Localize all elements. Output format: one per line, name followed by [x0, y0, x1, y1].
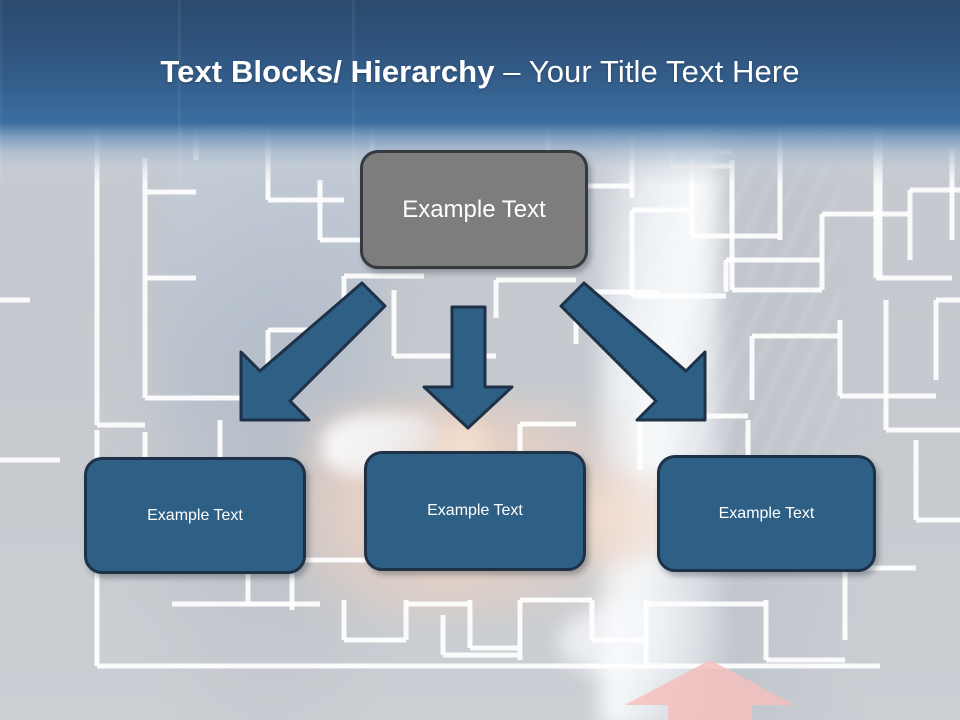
- page-title: Text Blocks/ Hierarchy – Your Title Text…: [0, 52, 960, 92]
- hierarchy-child-label-1: Example Text: [147, 506, 243, 524]
- hierarchy-child-box-3[interactable]: Example Text: [657, 455, 876, 572]
- hierarchy-root-label: Example Text: [402, 195, 546, 223]
- hierarchy-child-box-2[interactable]: Example Text: [364, 451, 586, 571]
- background-cuff-blur-2: [560, 600, 730, 680]
- page-title-bold: Text Blocks/ Hierarchy: [160, 54, 504, 89]
- hierarchy-child-label-2: Example Text: [427, 502, 523, 519]
- page-title-regular: – Your Title Text Here: [503, 54, 800, 89]
- hierarchy-child-box-1[interactable]: Example Text: [84, 457, 306, 574]
- hierarchy-child-label-3: Example Text: [718, 504, 815, 522]
- hierarchy-root-box[interactable]: Example Text: [360, 150, 588, 269]
